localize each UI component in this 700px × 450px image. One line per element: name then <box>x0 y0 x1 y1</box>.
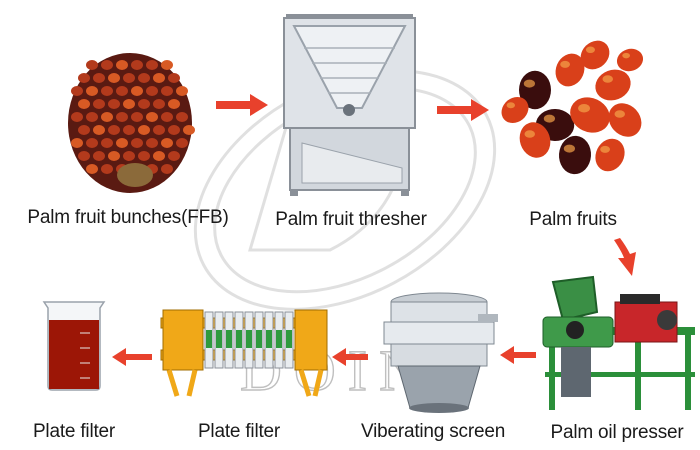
palm-oil-presser-image <box>542 275 695 410</box>
palm-fruits-image <box>501 40 644 175</box>
arrow-step4-to-step5 <box>500 346 536 364</box>
arrow-step2-to-step3 <box>437 99 489 121</box>
step-label-oil-presser: Palm oil presser <box>550 422 684 443</box>
palm-fruit-thresher-image <box>283 14 416 196</box>
oil-beaker-image <box>42 301 106 391</box>
arrow-step3-to-step4 <box>614 238 636 276</box>
step-label-plate-filter-output: Plate filter <box>32 421 116 442</box>
step-label-plate-filter: Plate filter <box>197 421 281 442</box>
step-label-ffb: Palm fruit bunches(FFB) <box>27 207 229 228</box>
arrow-step1-to-step2 <box>216 94 268 116</box>
vibrating-screen-image <box>383 292 498 413</box>
arrow-step5-to-step6 <box>332 348 368 366</box>
palm-fruit-bunch-image <box>68 53 195 193</box>
step-label-thresher: Palm fruit thresher <box>275 209 427 230</box>
step-label-vibrating-screen: Viberating screen <box>360 421 506 442</box>
arrow-step6-to-step7 <box>112 348 152 366</box>
step-label-palm-fruits: Palm fruits <box>529 209 617 230</box>
plate-filter-press-image <box>160 309 328 397</box>
